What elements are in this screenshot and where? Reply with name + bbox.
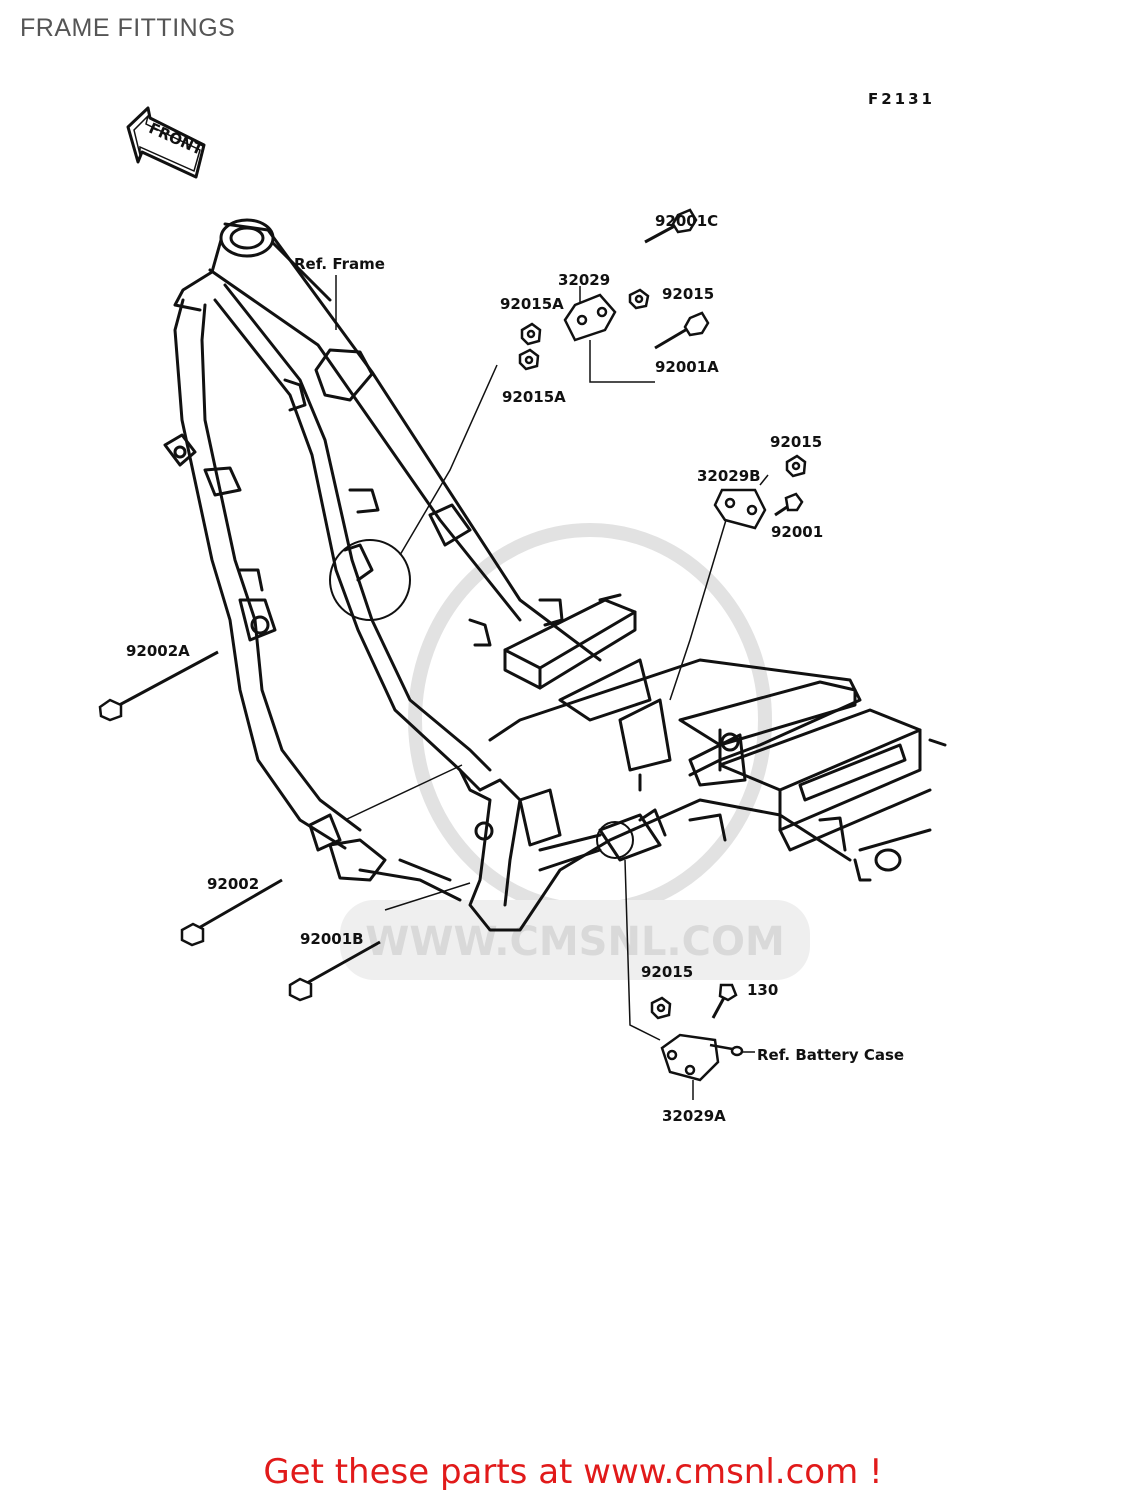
nut-92015a-lower-icon	[518, 348, 540, 371]
part-label-92015a-top: 92015A	[500, 295, 564, 313]
part-label-92002a: 92002A	[126, 642, 190, 660]
watermark: WWW.CMSNL.COM	[340, 523, 810, 980]
ref-battery-case-label: Ref. Battery Case	[757, 1046, 904, 1064]
nut-92015a-upper-icon	[520, 322, 542, 346]
bracket-32029-icon	[563, 293, 617, 342]
part-label-92001b: 92001B	[300, 930, 364, 948]
leader-lines	[335, 275, 769, 1100]
part-label-130: 130	[747, 981, 778, 999]
nut-92015-mid-icon	[785, 454, 807, 478]
bolt-92002-icon	[180, 878, 283, 947]
watermark-text: WWW.CMSNL.COM	[365, 919, 785, 965]
ref-frame-label: Ref. Frame	[294, 255, 385, 273]
part-label-32029a: 32029A	[662, 1107, 726, 1125]
part-label-92001: 92001	[771, 523, 823, 541]
frame-drawing	[163, 218, 947, 932]
page-title: FRAME FITTINGS	[20, 14, 236, 42]
part-label-92002: 92002	[207, 875, 259, 893]
bolt-92001a-icon	[654, 311, 710, 350]
part-label-32029b: 32029B	[697, 467, 761, 485]
nut-92015-low-icon	[650, 996, 672, 1020]
part-label-32029: 32029	[558, 271, 610, 289]
part-label-92015-top: 92015	[662, 285, 714, 303]
part-label-92015a-bottom: 92015A	[502, 388, 566, 406]
bracket-32029b-icon	[713, 488, 767, 530]
diagram-code: F2131	[868, 90, 935, 108]
bolt-92002a-icon	[98, 650, 219, 722]
part-label-92015-mid: 92015	[770, 433, 822, 451]
bolt-130-icon	[711, 983, 738, 1019]
bolt-92001b-icon	[288, 940, 381, 1002]
part-labels: Ref. Frame 92001C 32029 92015A 92015 920…	[126, 212, 904, 1125]
fasteners	[98, 208, 807, 1082]
part-label-92001c: 92001C	[655, 212, 718, 230]
bracket-32029a-icon	[660, 1033, 744, 1082]
bolt-92001-icon	[774, 492, 804, 517]
footer-promo-link[interactable]: Get these parts at www.cmsnl.com !	[263, 1452, 883, 1492]
bolt-92001c-icon	[644, 208, 698, 244]
part-label-92015-low: 92015	[641, 963, 693, 981]
part-label-92001a: 92001A	[655, 358, 719, 376]
nut-92015-top-icon	[628, 288, 650, 310]
front-arrow-icon: FRONT	[126, 106, 207, 179]
